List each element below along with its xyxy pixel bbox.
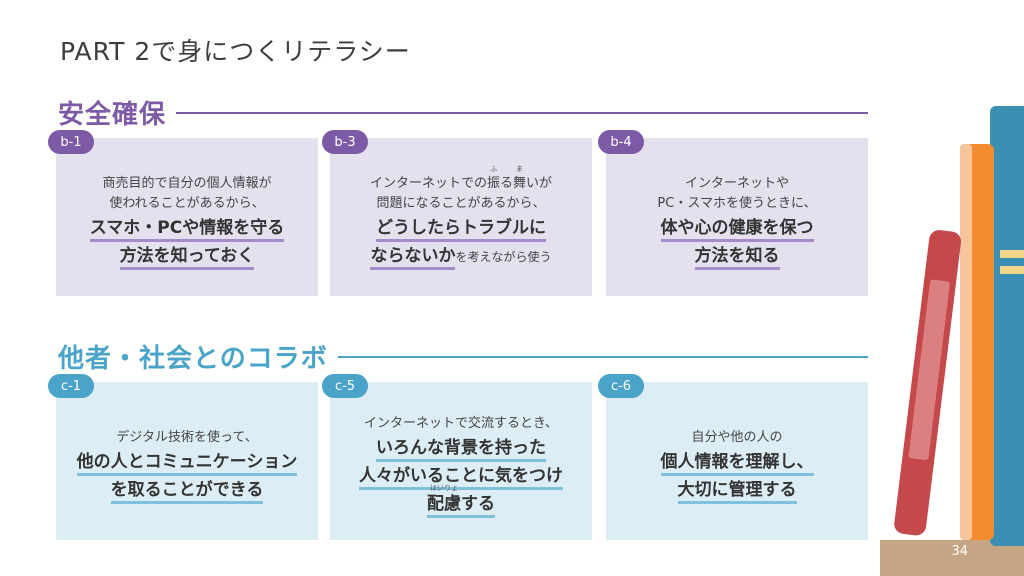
card-b3: b-3 インターネットでのふ振るま舞いが 問題になることがあるから、 どうしたら… [322,130,592,296]
card-code-badge: b-1 [48,130,94,154]
book-red-label [908,279,950,461]
card-highlight-text: はいりょ配慮する [427,484,495,518]
card-code-badge: c-5 [322,374,368,398]
card-c6: c-6 自分や他の人の 個人情報を理解し、 大切に管理する [598,374,868,540]
section-label: 他者・社会とのコラボ [58,344,328,374]
text-segment: インターネットでの [369,175,487,191]
card-text: インターネットでのふ振るま舞いが [369,165,553,194]
text-segment: する [461,494,495,514]
ruby-word: ま舞 [513,165,527,194]
card-c1: c-1 デジタル技術を使って、 他の人とコミュニケーション を取ることができる [48,374,318,540]
card-highlight-text: ならないか [370,245,456,270]
section-label: 安全確保 [58,100,167,130]
card-b4: b-4 インターネットや PC・スマホを使うときに、 体や心の健康を保つ 方法を… [598,130,868,296]
ruby-reading: はいりょ [430,484,458,492]
section-heading-collaboration: 他者・社会とのコラボ [58,338,868,375]
card-c5: c-5 インターネットで交流するとき、 いろんな背景を持った 人々がいることに気… [322,374,592,540]
card-code-badge: b-3 [322,130,368,154]
card-text: デジタル技術を使って、 [116,430,258,445]
card-text: PC・スマホを使うときに、 [657,196,817,211]
card-highlight-text: スマホ・PCや情報を守る [89,217,285,242]
ruby-word: ふ振 [486,165,500,194]
card-highlight-text: いろんな背景を持った [376,437,546,462]
book-stripe [1000,266,1024,274]
card-text: 使われることがあるから、 [109,196,265,211]
card-code-badge: b-4 [598,130,644,154]
page-title: PART 2で身につくリテラシー [60,37,411,66]
text-segment: いが [526,175,553,191]
card-highlight-text: 体や心の健康を保つ [660,217,814,242]
card-highlight-text: 方法を知っておく [119,245,255,270]
card-highlight-text: 人々がいることに気をつけ [359,465,563,490]
book-orange-spine-shade [960,144,972,540]
card-text: インターネットで交流するとき、 [363,416,559,431]
page-number: 34 [951,544,968,559]
book-red-group [894,230,962,536]
card-highlight-text: 他の人とコミュニケーション [76,451,298,476]
card-highlight-text: どうしたらトラブルに [376,217,546,242]
book-stripe [1000,250,1024,258]
ruby-base: 振 [486,175,500,191]
card-b1: b-1 商売目的で自分の個人情報が 使われることがあるから、 スマホ・PCや情報… [48,130,318,296]
ruby-reading: ふ [489,164,497,173]
card-code-badge: c-6 [598,374,644,398]
card-text: 問題になることがあるから、 [376,195,546,211]
section-rule [337,355,868,358]
card-highlight-text: 大切に管理する [677,479,797,504]
card-text: 商売目的で自分の個人情報が [102,176,272,191]
text-segment: る [499,175,513,191]
ruby-word: はいりょ配慮 [427,484,461,515]
ruby-reading: ま [516,164,523,173]
ruby-base: 配慮 [427,494,461,514]
card-highlight-text: 個人情報を理解し、 [660,451,814,476]
book-blue-shape [990,106,1024,546]
card-highlight-text: を取ることができる [110,479,264,504]
card-highlight-text: 方法を知る [694,245,780,270]
section-rule [176,111,868,114]
books-illustration-svg [880,106,1024,576]
section-heading-safety: 安全確保 [58,94,868,131]
books-illustration [870,100,1024,576]
ruby-base: 舞 [513,175,527,191]
card-code-badge: c-1 [48,374,94,398]
card-text: インターネットや [684,176,789,191]
card-text: 自分や他の人の [691,430,783,445]
card-text: を考えながら使う [455,249,552,264]
